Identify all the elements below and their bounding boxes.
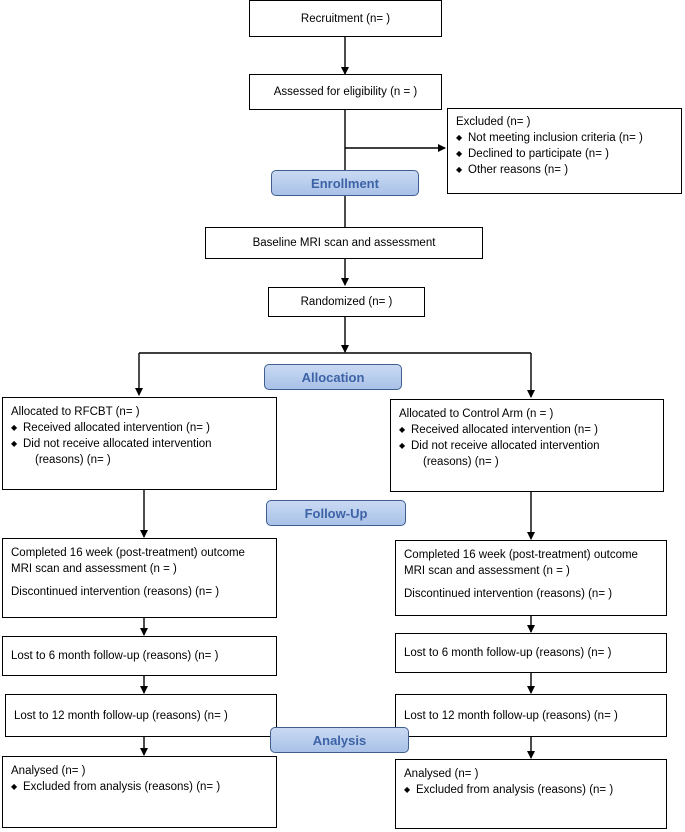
right-completed-line2: MRI scan and assessment (n = ) (404, 565, 570, 577)
right-lost12-box: Lost to 12 month follow-up (reasons) (n=… (395, 694, 667, 737)
right-lost12-text: Lost to 12 month follow-up (reasons) (n=… (404, 709, 618, 722)
assessed-text: Assessed for eligibility (n = ) (273, 86, 418, 98)
left-completed-line1: Completed 16 week (post-treatment) outco… (11, 547, 245, 559)
left-discontinued-text: Discontinued intervention (reasons) (n= … (11, 586, 220, 598)
diamond-bullet-icon: ◆ (11, 423, 18, 432)
enrollment-stage: Enrollment (271, 170, 419, 196)
excluded-title: Excluded (n= ) (456, 116, 531, 128)
diamond-bullet-icon: ◆ (11, 439, 18, 448)
diamond-bullet-icon: ◆ (404, 785, 411, 794)
right-allocated-text: Allocated to Control Arm (n = ) (399, 408, 554, 420)
right-completed-line1: Completed 16 week (post-treatment) outco… (404, 549, 638, 561)
left-lost12-text: Lost to 12 month follow-up (reasons) (n=… (14, 709, 228, 722)
analysis-stage: Analysis (270, 727, 409, 753)
right-lost6-text: Lost to 6 month follow-up (reasons) (n= … (404, 647, 612, 659)
randomized-text: Randomized (n= ) (300, 296, 393, 308)
diamond-bullet-icon: ◆ (11, 782, 18, 791)
diamond-bullet-icon: ◆ (456, 133, 463, 142)
right-allocated-box: Allocated to Control Arm (n = ) ◆ Receive… (390, 399, 664, 492)
left-lost12-box: Lost to 12 month follow-up (reasons) (n=… (5, 694, 277, 737)
recruitment-box: Recruitment (n= ) (249, 0, 442, 37)
diamond-bullet-icon: ◆ (399, 441, 406, 450)
diamond-bullet-icon: ◆ (456, 149, 463, 158)
diamond-bullet-icon: ◆ (399, 425, 406, 434)
left-completed-line2: MRI scan and assessment (n = ) (11, 563, 177, 575)
right-not-received-reasons: (reasons) (n= ) (423, 456, 499, 468)
right-received-text: Received allocated intervention (n= ) (411, 424, 598, 436)
left-allocated-box: Allocated to RFCBT (n= ) ◆ Received alloc… (2, 397, 277, 490)
left-completed-box: Completed 16 week (post-treatment) outco… (2, 538, 277, 618)
left-analysed-text: Analysed (n= ) (11, 765, 86, 777)
left-received-text: Received allocated intervention (n= ) (23, 422, 210, 434)
left-lost6-box: Lost to 6 month follow-up (reasons) (n= … (2, 636, 277, 676)
right-not-received-text: Did not receive allocated intervention (411, 440, 600, 452)
recruitment-text: Recruitment (n= ) (300, 12, 391, 25)
excluded-box: Excluded (n= ) ◆Not meeting inclusion cr… (447, 108, 682, 194)
right-completed-box: Completed 16 week (post-treatment) outco… (395, 540, 667, 616)
assessed-box: Assessed for eligibility (n = ) (249, 74, 442, 110)
baseline-box: Baseline MRI scan and assessment (205, 227, 483, 259)
right-analysed-text: Analysed (n= ) (404, 768, 479, 780)
excluded-item: ◆Declined to participate (n= ) (456, 148, 609, 160)
baseline-text: Baseline MRI scan and assessment (252, 237, 436, 249)
left-excluded-analysis-text: Excluded from analysis (reasons) (n= ) (23, 781, 221, 793)
right-excluded-analysis-text: Excluded from analysis (reasons) (n= ) (416, 784, 614, 796)
excluded-item: ◆Other reasons (n= ) (456, 164, 569, 176)
left-lost6-text: Lost to 6 month follow-up (reasons) (n= … (11, 650, 219, 662)
followup-stage: Follow-Up (266, 500, 406, 526)
diamond-bullet-icon: ◆ (456, 165, 463, 174)
excluded-item: ◆Not meeting inclusion criteria (n= ) (456, 132, 643, 144)
left-allocated-text: Allocated to RFCBT (n= ) (11, 406, 140, 418)
left-analysed-box: Analysed (n= ) ◆ Excluded from analysis (… (2, 756, 277, 828)
right-lost6-box: Lost to 6 month follow-up (reasons) (n= … (395, 633, 667, 673)
right-discontinued-text: Discontinued intervention (reasons) (n= … (404, 588, 613, 600)
right-analysed-box: Analysed (n= ) ◆ Excluded from analysis (… (395, 759, 667, 829)
left-not-received-reasons: (reasons) (n= ) (35, 454, 111, 466)
allocation-stage: Allocation (264, 364, 402, 390)
left-not-received-text: Did not receive allocated intervention (23, 438, 212, 450)
randomized-box: Randomized (n= ) (268, 287, 425, 317)
